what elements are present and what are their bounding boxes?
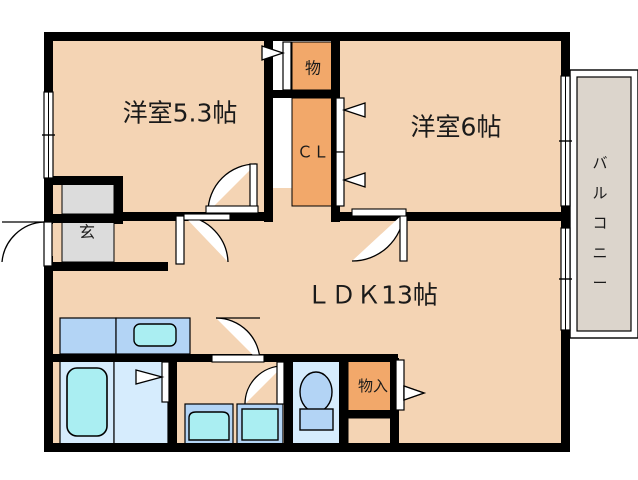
- washing-machine-drum: [241, 408, 279, 441]
- closet-cl-fill: [291, 97, 337, 207]
- wall-outer-top: [44, 32, 570, 41]
- bathroom-door: [135, 361, 170, 403]
- storage-ldk-door: [395, 359, 426, 411]
- washroom-door: [244, 361, 285, 405]
- window-east-lower-balcony: [559, 227, 572, 331]
- closet-door-lower: [335, 151, 366, 207]
- closet-fills: [291, 41, 399, 413]
- room-fill-bedroom53: [52, 40, 264, 188]
- balcony-char-2: コ: [592, 214, 607, 232]
- wall-toilet-west: [284, 358, 293, 448]
- window-east-upper-balcony: [559, 75, 572, 207]
- wall-bath-top: [53, 354, 181, 362]
- bedroom-53-door: [205, 163, 259, 214]
- wall-outer-left-lower: [44, 256, 53, 452]
- balcony-label: バ ル コ ニ ー: [592, 154, 607, 292]
- label-storage-upper: 物: [305, 59, 321, 78]
- ldk-hall-door: [211, 317, 265, 363]
- balcony-floor: [576, 76, 632, 332]
- balcony-char-4: ー: [592, 274, 607, 292]
- wall-bedroom53-east: [264, 32, 273, 222]
- room-labels: 洋室5.3帖 洋室6帖 ＬＤＫ13帖 玄 ＣＬ 物 物入: [79, 59, 501, 396]
- vanity-basin: [188, 411, 230, 441]
- balcony-char-1: ル: [592, 184, 607, 202]
- window-west-bedroom53: [42, 91, 55, 179]
- wall-outer-right-bottom: [561, 330, 570, 452]
- wall-hallway-bottom: [44, 262, 168, 271]
- genkan-step: [61, 183, 115, 215]
- wall-bath-east: [168, 358, 177, 448]
- toilet-tank: [299, 408, 334, 431]
- label-genkan: 玄: [79, 223, 95, 242]
- storage-upper-fill: [291, 41, 337, 91]
- toilet-bowl: [299, 371, 333, 413]
- label-bedroom53: 洋室5.3帖: [123, 99, 238, 128]
- wall-storage-cl-divider: [273, 90, 340, 98]
- windows: [42, 75, 572, 331]
- bedroom-6-door: [351, 208, 408, 262]
- balcony-char-3: ニ: [592, 244, 607, 262]
- doors: [1, 41, 426, 411]
- entrance-door: [1, 221, 53, 267]
- kitchen-counter-left: [59, 317, 117, 355]
- wall-genkan-bottom: [53, 214, 123, 223]
- label-ldk: ＬＤＫ13帖: [306, 281, 438, 310]
- wall-outer-left-upper: [44, 32, 53, 94]
- balcony-area: バ ル コ ニ ー: [569, 69, 638, 339]
- wall-outer-right-top: [561, 32, 570, 76]
- hallway-door: [175, 213, 231, 265]
- balcony-char-0: バ: [592, 154, 607, 172]
- wall-genkan-top: [53, 176, 123, 185]
- wall-storage-ldk-east: [390, 358, 399, 448]
- label-closet-cl: ＣＬ: [297, 143, 329, 162]
- wall-toilet-east: [339, 358, 348, 448]
- label-bedroom6: 洋室6帖: [411, 113, 502, 142]
- storage-upper-door: [261, 41, 292, 91]
- storage-ldk-fill: [347, 359, 399, 413]
- wall-bedroom6-bottom: [331, 212, 570, 221]
- wall-genkan-east: [114, 176, 123, 224]
- label-storage-ldk: 物入: [358, 377, 388, 395]
- kitchen-sink: [133, 323, 177, 347]
- wall-outer-bottom: [44, 443, 570, 452]
- wall-storage-ldk-shelf: [340, 410, 398, 418]
- bathtub: [66, 367, 108, 437]
- wall-outer-left-mid: [44, 176, 53, 224]
